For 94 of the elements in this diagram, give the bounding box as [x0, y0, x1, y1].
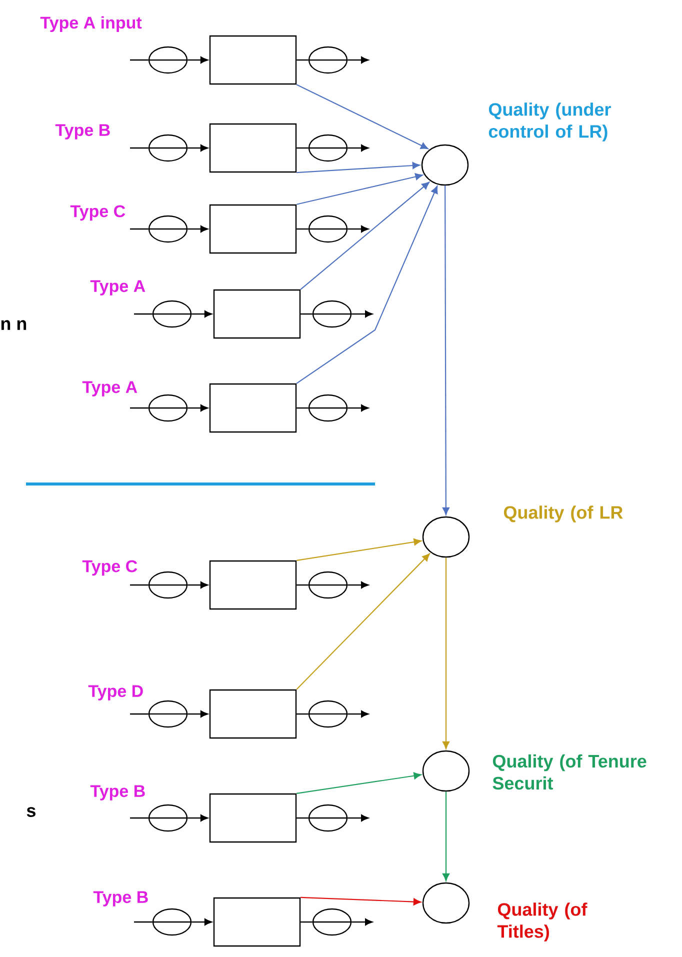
process-box	[213, 289, 301, 339]
arrow	[296, 772, 422, 794]
type-label: Type B	[90, 785, 145, 800]
ellipse-symbol	[148, 215, 188, 243]
quality-label: Quality (under control of LR)	[488, 102, 611, 142]
connector-line	[296, 584, 308, 586]
arrow	[192, 918, 212, 926]
ellipse-symbol	[312, 300, 352, 328]
type-label: Type C	[70, 205, 126, 221]
arrow	[352, 918, 372, 926]
connector-line	[296, 228, 308, 230]
arrow	[188, 814, 208, 822]
process-box	[209, 689, 297, 739]
arrow	[348, 404, 368, 412]
process-box	[209, 35, 297, 85]
connector-line	[134, 313, 152, 315]
arrow	[188, 144, 208, 152]
process-box	[209, 383, 297, 433]
type-label: Type A	[82, 381, 138, 396]
arrow	[188, 710, 208, 718]
type-label: Type A	[90, 280, 146, 296]
connector-line	[130, 228, 148, 230]
arrow	[442, 792, 450, 882]
ellipse-symbol	[148, 46, 188, 74]
arrow	[296, 186, 438, 384]
arrow	[300, 182, 430, 290]
ellipse-symbol	[148, 134, 188, 162]
connector-line	[130, 59, 148, 61]
ellipse-symbol	[308, 215, 348, 243]
process-box	[209, 793, 297, 843]
quality-label: Quality (of LR	[504, 506, 623, 522]
connector-line	[300, 313, 312, 315]
connector-line	[134, 921, 152, 923]
arrow	[296, 553, 430, 690]
connector-line	[130, 713, 148, 715]
connector-line	[130, 407, 148, 409]
process-box	[209, 123, 297, 173]
connector-line	[296, 817, 308, 819]
arrow	[188, 404, 208, 412]
arrow	[352, 310, 372, 318]
type-label: Type C	[82, 560, 138, 576]
type-label: Type B	[55, 124, 110, 140]
ellipse-symbol	[148, 804, 188, 832]
connector-line	[296, 407, 308, 409]
process-box	[209, 204, 297, 254]
quality-label: Quality (of Tenure Securit	[492, 754, 646, 790]
connector-line	[300, 921, 312, 923]
arrow	[296, 538, 422, 561]
fragment-text: s	[26, 807, 36, 817]
quality-label: Quality (of Titles)	[497, 902, 588, 942]
connector-line	[130, 584, 148, 586]
arrow	[188, 56, 208, 64]
arrow	[348, 226, 368, 232]
ellipse-symbol	[148, 700, 188, 728]
quality-circle	[422, 750, 470, 792]
ellipse-symbol	[152, 300, 192, 328]
arrow	[296, 162, 420, 174]
arrow	[348, 144, 368, 152]
ellipse-symbol	[152, 908, 192, 936]
arrow	[192, 310, 212, 318]
quality-circle	[422, 516, 470, 558]
ellipse-symbol	[308, 394, 348, 422]
connector-line	[296, 59, 308, 61]
quality-circle	[422, 882, 470, 924]
arrow	[348, 582, 368, 588]
ellipse-symbol	[308, 804, 348, 832]
connector-line	[296, 147, 308, 149]
arrow	[188, 582, 208, 588]
type-label: Type B	[93, 891, 148, 906]
arrow	[296, 173, 423, 205]
connector-line	[296, 713, 308, 715]
ellipse-symbol	[308, 134, 348, 162]
ellipse-symbol	[148, 571, 188, 599]
arrow	[300, 896, 422, 906]
arrow	[296, 84, 428, 150]
arrow	[442, 186, 450, 516]
arrow	[348, 814, 368, 822]
ellipse-symbol	[148, 394, 188, 422]
arrow	[188, 226, 208, 232]
arrow	[348, 710, 368, 718]
connector-line	[130, 817, 148, 819]
type-label: Type D	[88, 685, 143, 700]
quality-circle	[421, 144, 469, 186]
process-box	[209, 560, 297, 610]
ellipse-symbol	[312, 908, 352, 936]
ellipse-symbol	[308, 571, 348, 599]
ellipse-symbol	[308, 700, 348, 728]
type-label: Type A input	[40, 16, 142, 32]
process-box	[213, 897, 301, 947]
arrow	[348, 56, 368, 64]
arrow	[442, 558, 450, 750]
ellipse-symbol	[308, 46, 348, 74]
fragment-text: n n	[1, 320, 26, 330]
connector-line	[130, 147, 148, 149]
